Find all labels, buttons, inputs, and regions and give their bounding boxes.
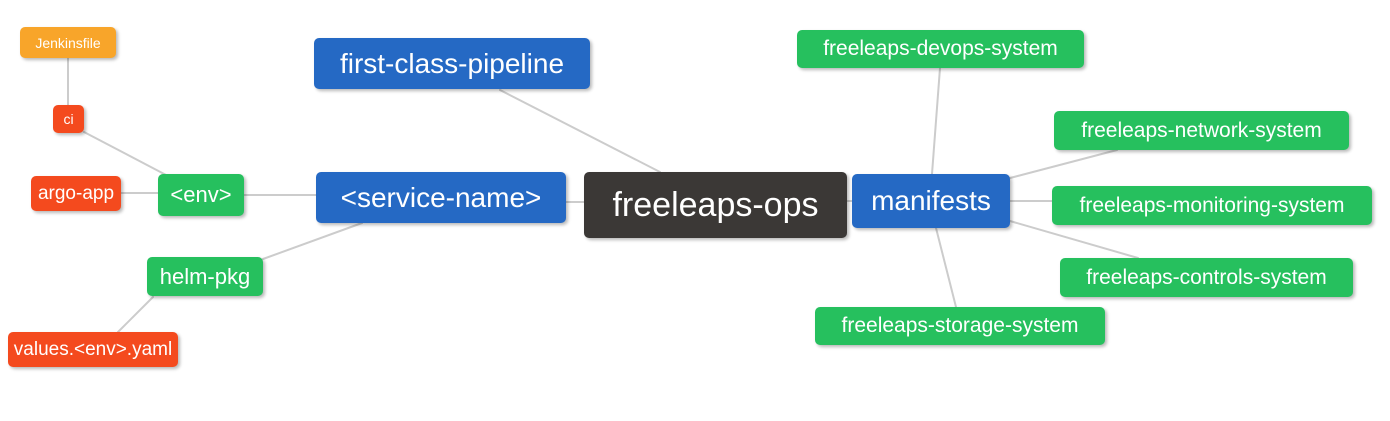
mindmap-node-ci[interactable]: ci	[53, 105, 84, 133]
mindmap-node-helm-pkg[interactable]: helm-pkg	[147, 257, 263, 296]
edge-manifests-freeleaps-network-system	[1009, 149, 1118, 179]
mindmap-node-freeleaps-devops-system[interactable]: freeleaps-devops-system	[797, 30, 1084, 68]
mindmap-node-freeleaps-storage-system[interactable]: freeleaps-storage-system	[815, 307, 1105, 345]
edge-helm-pkg-service-name	[262, 222, 363, 260]
mindmap-node-freeleaps-ops[interactable]: freeleaps-ops	[584, 172, 847, 238]
mindmap-node-argo-app[interactable]: argo-app	[31, 176, 121, 211]
edge-manifests-freeleaps-controls-system	[1009, 220, 1139, 259]
mindmap-node-env[interactable]: <env>	[158, 174, 244, 216]
edge-manifests-freeleaps-storage-system	[935, 227, 957, 308]
mindmap-node-jenkinsfile[interactable]: Jenkinsfile	[20, 27, 116, 58]
mindmap-node-manifests[interactable]: manifests	[852, 174, 1010, 228]
edge-first-class-pipeline-freeleaps-ops	[499, 89, 661, 173]
mindmap-node-freeleaps-monitoring-system[interactable]: freeleaps-monitoring-system	[1052, 186, 1372, 225]
mindmap-node-service-name[interactable]: <service-name>	[316, 172, 566, 223]
edge-manifests-freeleaps-devops-system	[931, 67, 941, 175]
mindmap-node-values-env-yaml[interactable]: values.<env>.yaml	[8, 332, 178, 367]
edge-values-env-yaml-helm-pkg	[117, 296, 154, 333]
edge-ci-env	[83, 131, 169, 177]
mindmap-node-first-class-pipeline[interactable]: first-class-pipeline	[314, 38, 590, 89]
mindmap-node-freeleaps-network-system[interactable]: freeleaps-network-system	[1054, 111, 1349, 150]
mindmap-node-freeleaps-controls-system[interactable]: freeleaps-controls-system	[1060, 258, 1353, 297]
